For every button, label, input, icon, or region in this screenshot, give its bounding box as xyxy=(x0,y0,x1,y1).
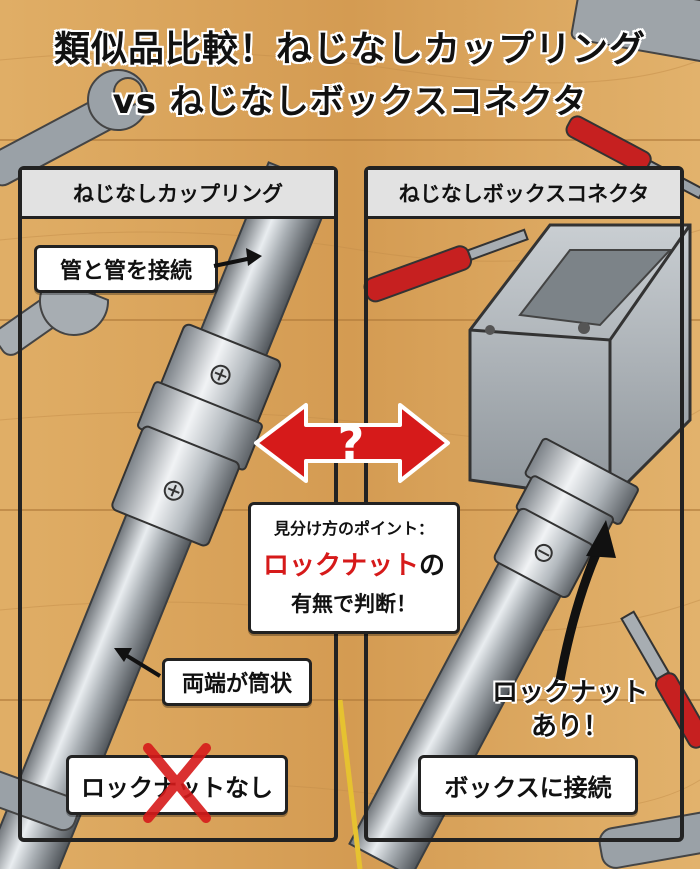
left-panel-header: ねじなしカップリング xyxy=(22,170,334,219)
title-line-2: vs ねじなしボックスコネクタ xyxy=(112,82,588,122)
locknut-present-text: ロックナット あり！ xyxy=(480,676,660,744)
double-arrow-icon xyxy=(254,403,450,483)
locknut-highlight: ロックナット xyxy=(262,551,419,581)
arrow-to-locknut-icon xyxy=(555,520,616,681)
right-panel-header: ねじなしボックスコネクタ xyxy=(368,170,680,219)
point-heading: 見分け方のポイント： xyxy=(273,519,434,538)
title-line-1: 類似品比較！ねじなしカップリング xyxy=(53,29,646,70)
label-connect-to-box: ボックスに接続 xyxy=(418,755,638,815)
arrow-to-pipe-end-icon xyxy=(114,648,162,678)
point-judgement: 有無で判断！ xyxy=(291,592,417,616)
label-pipe-to-pipe: 管と管を接続 xyxy=(34,245,218,293)
label-both-ends-tubular: 両端が筒状 xyxy=(162,658,312,706)
identification-point-box: 見分け方のポイント： ロックナットの 有無で判断！ xyxy=(248,502,460,634)
cross-mark-icon xyxy=(143,743,211,823)
question-mark: ? xyxy=(337,416,365,470)
locknut-present-line2: あり！ xyxy=(530,712,609,742)
locknut-present-line1: ロックナット xyxy=(491,678,648,708)
arrow-to-pipe-icon xyxy=(213,248,262,268)
point-highlight-line: ロックナットの xyxy=(251,545,457,582)
particle-no: の xyxy=(419,551,446,581)
